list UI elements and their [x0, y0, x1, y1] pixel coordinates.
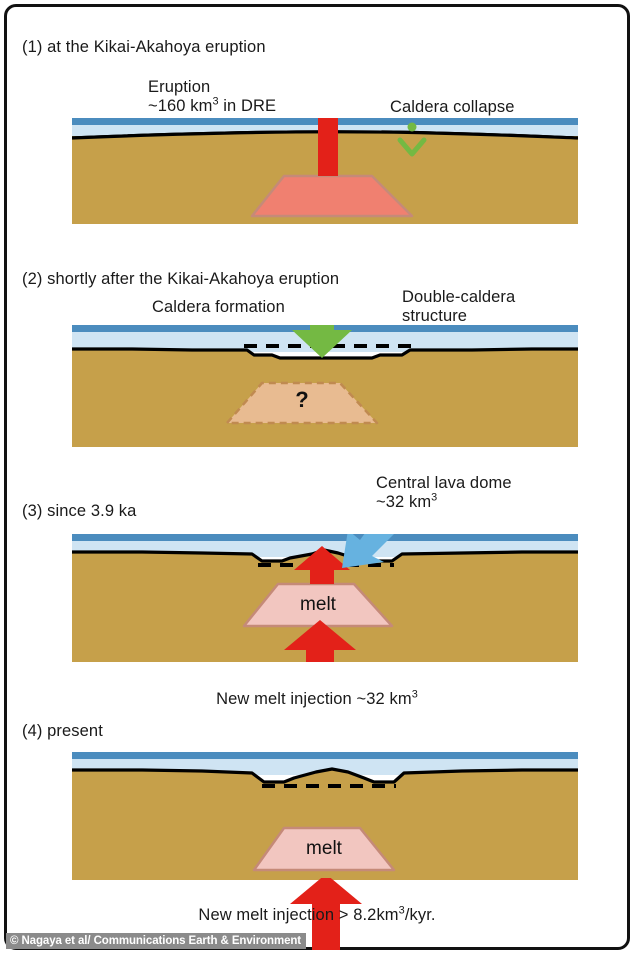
panel-1-title: (1) at the Kikai-Akahoya eruption [22, 38, 266, 56]
melt-chamber-label: melt [306, 838, 343, 859]
unknown-chamber-label: ? [295, 387, 308, 412]
caldera-collapse-arrow-green-large [292, 325, 352, 358]
panel-4-injection-arrow-area [72, 878, 578, 950]
panel-3-title: (3) since 3.9 ka [22, 502, 137, 520]
panel-4-cross-section-svg: melt [72, 752, 578, 880]
central-lava-dome-label: Central lava dome ~32 km3 [376, 474, 512, 512]
panel-4-cross-section: melt [72, 752, 578, 880]
caldera-formation-label: Caldera formation [152, 298, 285, 316]
panel-3: (3) since 3.9 ka Central lava dome ~32 k… [0, 466, 634, 716]
panel-4-title: (4) present [22, 722, 103, 740]
melt-chamber-label: melt [300, 594, 337, 615]
seafloor-line [72, 767, 578, 784]
central-lava-dome-line2: ~32 km3 [376, 491, 512, 512]
injection-rate-unit: /kyr. [404, 906, 436, 924]
new-melt-injection-arrow-red [284, 620, 356, 662]
injection-rate-text: New melt injection > 8.2km [198, 906, 399, 924]
ocean-surface-band [72, 534, 578, 541]
melt-chamber [242, 582, 394, 628]
panel-4: (4) present melt New melt injection > [0, 710, 634, 954]
lava-dome-volume-exponent: 3 [431, 491, 438, 504]
panel-1-cross-section-svg [72, 118, 578, 224]
new-melt-injection-arrow-red [290, 878, 362, 950]
injection-rate-exponent: 3 [398, 904, 405, 917]
panel-3-cross-section-svg: melt [72, 534, 578, 662]
new-melt-injection-text: New melt injection ~32 km [216, 690, 412, 708]
eruption-volume-value: ~160 km [148, 97, 213, 116]
eruption-volume-unit: in DRE [218, 97, 277, 116]
double-caldera-label: Double-caldera structure [402, 288, 515, 326]
panel-2-cross-section-svg: ? [72, 325, 578, 447]
unknown-magma-chamber [225, 381, 379, 425]
panel-2: (2) shortly after the Kikai-Akahoya erup… [0, 250, 634, 472]
eruption-label: Eruption ~160 km3 in DRE [148, 78, 276, 116]
magma-chamber [250, 174, 414, 218]
caldera-collapse-arrow-green [397, 122, 427, 157]
double-caldera-label-line1: Double-caldera [402, 288, 516, 306]
new-melt-injection-rate-label: New melt injection > 8.2km3/kyr. [0, 904, 634, 925]
credit-line: © Nagaya et al/ Communications Earth & E… [6, 933, 307, 949]
panel-2-title: (2) shortly after the Kikai-Akahoya erup… [22, 270, 340, 288]
panel-4-injection-arrow-svg [290, 878, 362, 950]
panel-2-cross-section: ? [72, 325, 578, 447]
seafloor-line [72, 347, 578, 360]
ocean-surface-band [72, 752, 578, 759]
eruption-arrow-red [318, 118, 338, 176]
panel-1: (1) at the Kikai-Akahoya eruption Erupti… [0, 0, 634, 250]
caldera-collapse-label: Caldera collapse [390, 98, 515, 116]
central-lava-dome-pointer-arrow-blue [342, 534, 394, 568]
crust-layer [72, 769, 578, 880]
new-melt-injection-label: New melt injection ~32 km3 [0, 688, 634, 709]
eruption-label-line1: Eruption [148, 78, 211, 96]
central-lava-dome-line1: Central lava dome [376, 474, 512, 492]
panel-3-cross-section: melt [72, 534, 578, 662]
lava-dome-feed-arrow-red [294, 546, 350, 584]
eruption-volume-exponent: 3 [212, 95, 219, 108]
melt-chamber [252, 826, 396, 872]
new-melt-injection-exponent: 3 [411, 688, 418, 701]
panel-1-cross-section [72, 118, 578, 224]
double-caldera-label-line2: structure [402, 307, 468, 326]
eruption-label-line2: ~160 km3 in DRE [148, 95, 277, 116]
seafloor-line-top [72, 130, 578, 140]
lava-dome-volume-value: ~32 km [376, 493, 432, 512]
